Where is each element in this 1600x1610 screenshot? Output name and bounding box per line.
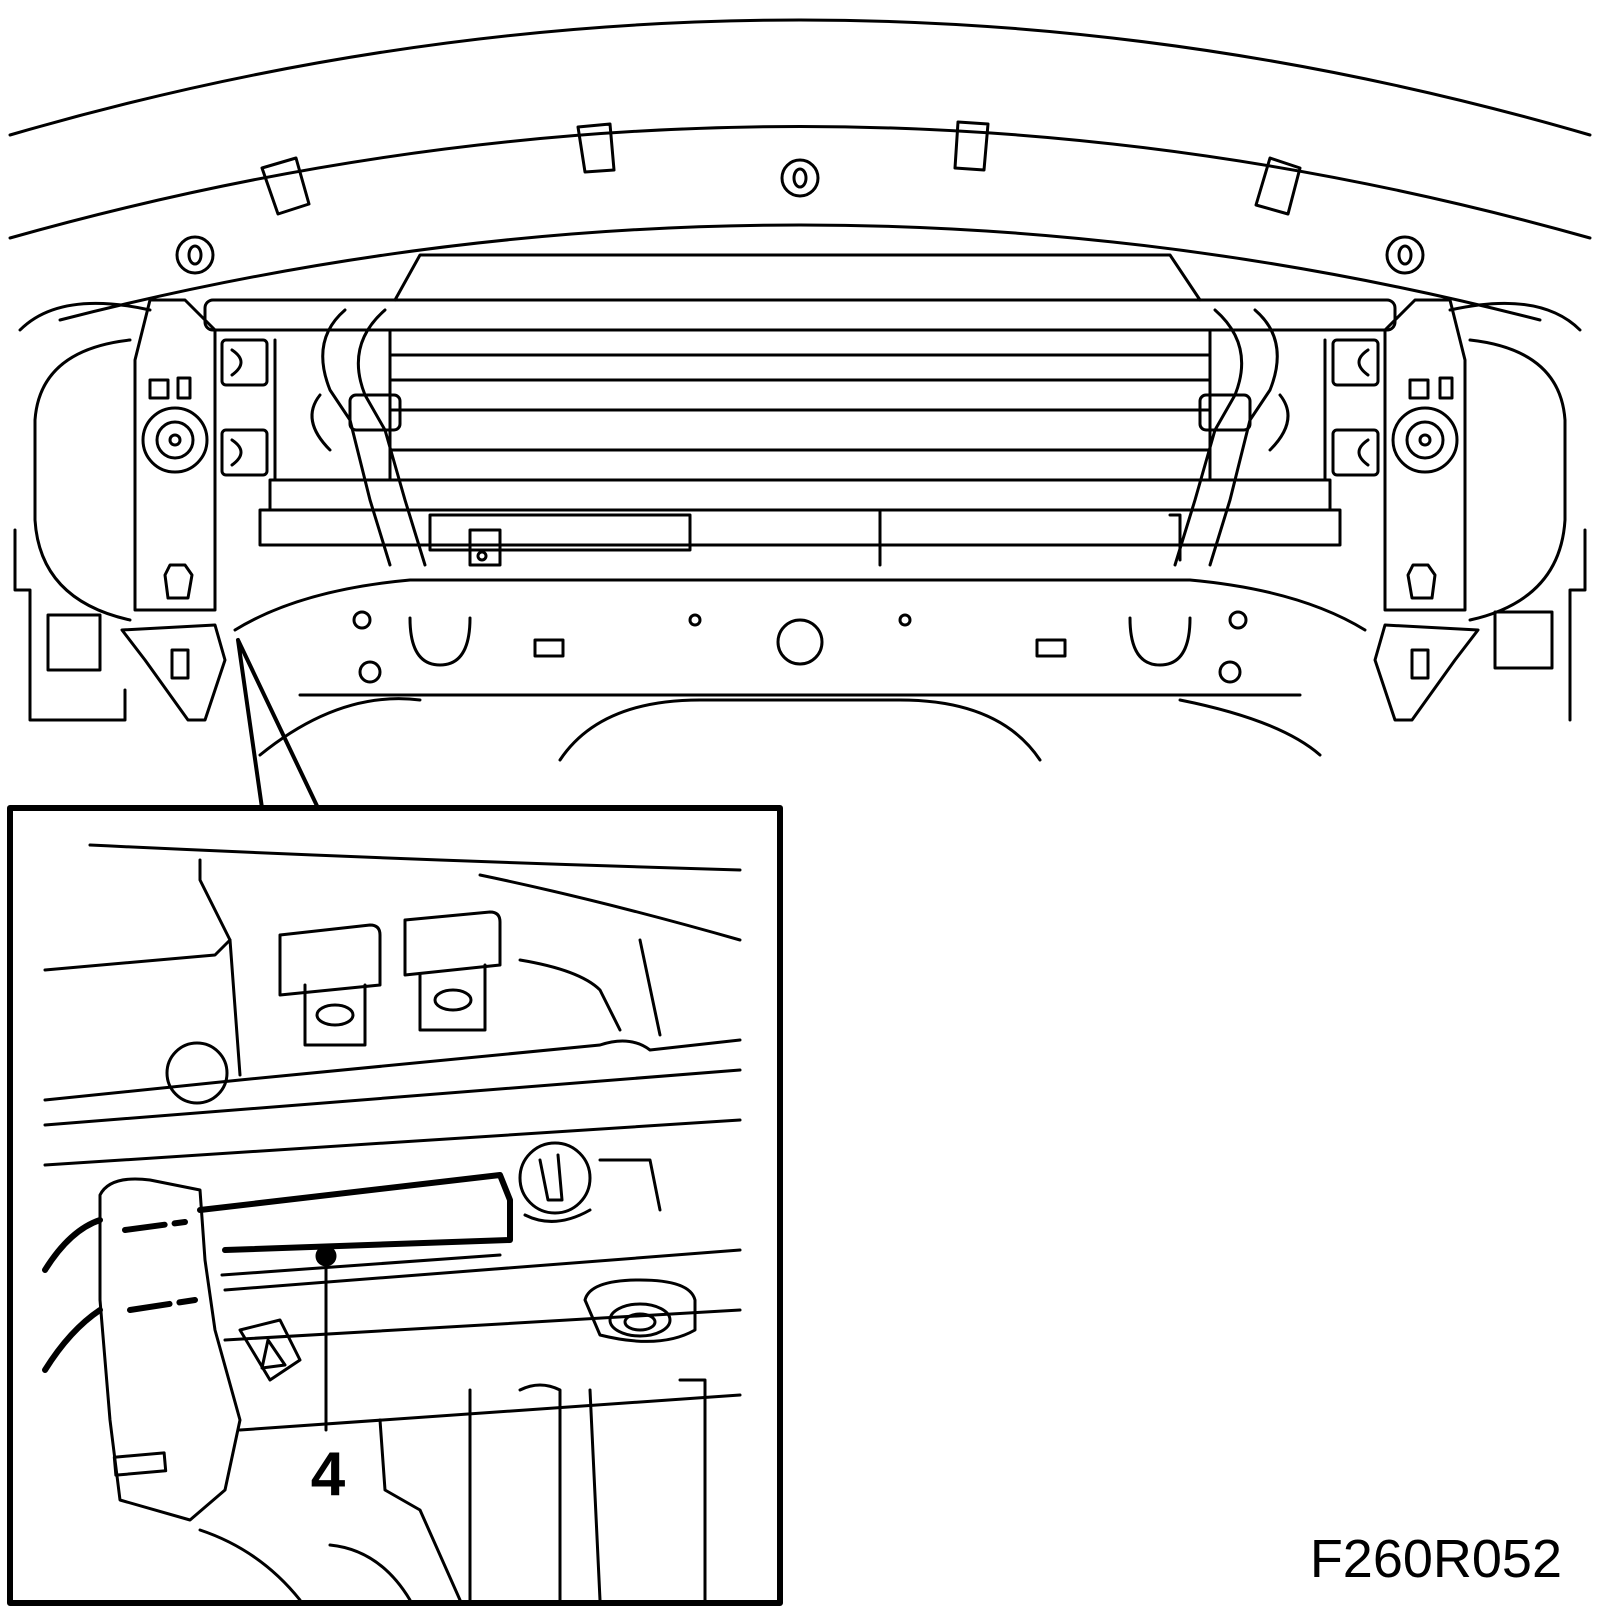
detail-side-member [42, 1177, 302, 1522]
detail-cap [518, 1141, 662, 1223]
bumper-inner-arc [8, 125, 1592, 240]
right-arch [1468, 338, 1567, 622]
detail-inset-frame [7, 805, 783, 1606]
callout-4-label: 4 [311, 1440, 346, 1509]
detail-grommet [583, 1278, 697, 1343]
detail-leader [236, 638, 320, 810]
bumper-lower-arc [58, 223, 1542, 322]
figure-code: F260R052 [1310, 1529, 1562, 1589]
lower-crossmember [233, 578, 1367, 762]
detail-view [42, 843, 742, 1602]
left-arch [33, 338, 132, 622]
detail-bar [197, 1172, 742, 1342]
bumper-outer-arc [8, 18, 1592, 137]
overview-view [8, 18, 1592, 810]
bumper-clip-slots [260, 120, 1302, 216]
detail-round-plug [165, 1041, 229, 1105]
cooler-hoses [310, 308, 1290, 567]
left-mount-bracket [120, 298, 277, 722]
detail-connectors [278, 910, 502, 1047]
bumper-fasteners [175, 158, 1425, 275]
right-mount-bracket [1323, 298, 1480, 722]
radiator-core [203, 253, 1397, 567]
